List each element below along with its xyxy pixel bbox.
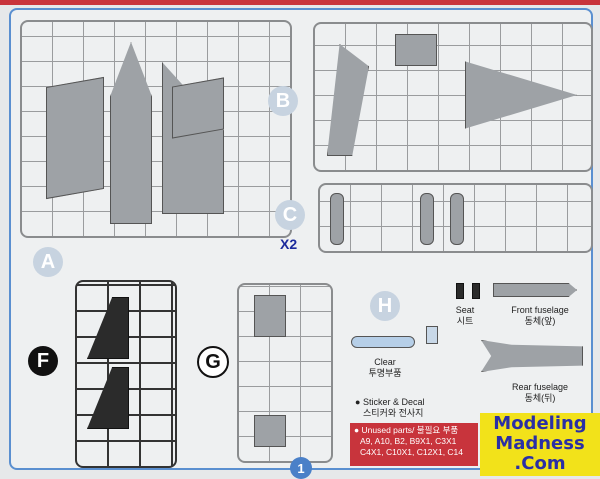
sprue-c [318, 183, 593, 253]
fuselage-part [110, 42, 152, 224]
tail-part [327, 44, 369, 156]
wing-part [46, 76, 104, 200]
tail-part [87, 367, 129, 429]
part [254, 415, 286, 447]
unused-parts-title: ● Unused parts/ 불필요 부품 [354, 425, 459, 435]
sprue-b [313, 22, 593, 172]
seat-part [472, 283, 480, 299]
sprue-g [237, 283, 333, 463]
page-number: 1 [290, 457, 312, 479]
tank-part [450, 193, 464, 245]
unused-parts-list: A9, A10, B2, B9X1, C3X1 [360, 436, 457, 446]
sprue-f-label: F [28, 346, 58, 376]
stabilizer-part [172, 77, 224, 139]
tank-part [330, 193, 344, 245]
canopy-part [351, 336, 415, 348]
part [254, 295, 286, 337]
clear-part [426, 326, 438, 344]
sprue-g-label: G [197, 346, 229, 378]
sprue-a [20, 20, 292, 238]
tank-part [420, 193, 434, 245]
sprue-a-label: A [33, 247, 63, 277]
tail-part [87, 297, 129, 359]
front-fuselage-part [493, 283, 577, 297]
sprue-c-quantity: X2 [280, 236, 298, 252]
sprue-f [75, 280, 177, 468]
sprue-c-label: C [275, 200, 305, 230]
part [395, 34, 437, 66]
fuselage-top-part [465, 61, 577, 129]
unused-parts-box: ● Unused parts/ 불필요 부품 A9, A10, B2, B9X1… [350, 423, 478, 466]
unused-parts-list: C4X1, C10X1, C12X1, C14 [360, 447, 464, 457]
header-bar [0, 0, 600, 5]
sprue-h-label: H [370, 291, 400, 321]
sprue-b-label: B [268, 86, 298, 116]
seat-part [456, 283, 464, 299]
